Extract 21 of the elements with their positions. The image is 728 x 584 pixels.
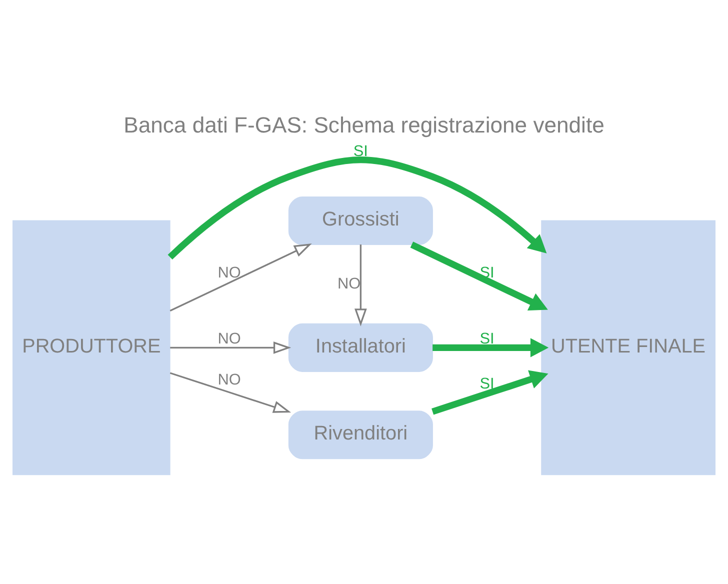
arrow <box>170 242 312 312</box>
arrow <box>170 340 292 354</box>
edge-label: NO <box>218 330 241 347</box>
arrow <box>170 372 292 412</box>
edge-label: NO <box>218 370 241 388</box>
arrow <box>168 156 547 260</box>
node-box: Rivenditori <box>288 410 433 459</box>
edge-label: NO <box>338 274 361 292</box>
node-box: Installatori <box>288 322 433 372</box>
node-box: UTENTE FINALE <box>541 220 716 475</box>
edge-label: SI <box>353 142 368 160</box>
edge-label: SI <box>480 375 494 392</box>
arrow <box>432 338 549 357</box>
arrow <box>432 370 548 414</box>
node-box: PRODUTTORE <box>12 220 170 475</box>
edge-label: SI <box>480 330 494 347</box>
edge-label: NO <box>218 264 241 281</box>
arrow <box>354 244 367 326</box>
node-box: Grossisti <box>288 196 433 245</box>
diagram-title: Banca dati F-GAS: Schema registrazione vendite <box>124 112 604 137</box>
arrow <box>410 241 548 310</box>
